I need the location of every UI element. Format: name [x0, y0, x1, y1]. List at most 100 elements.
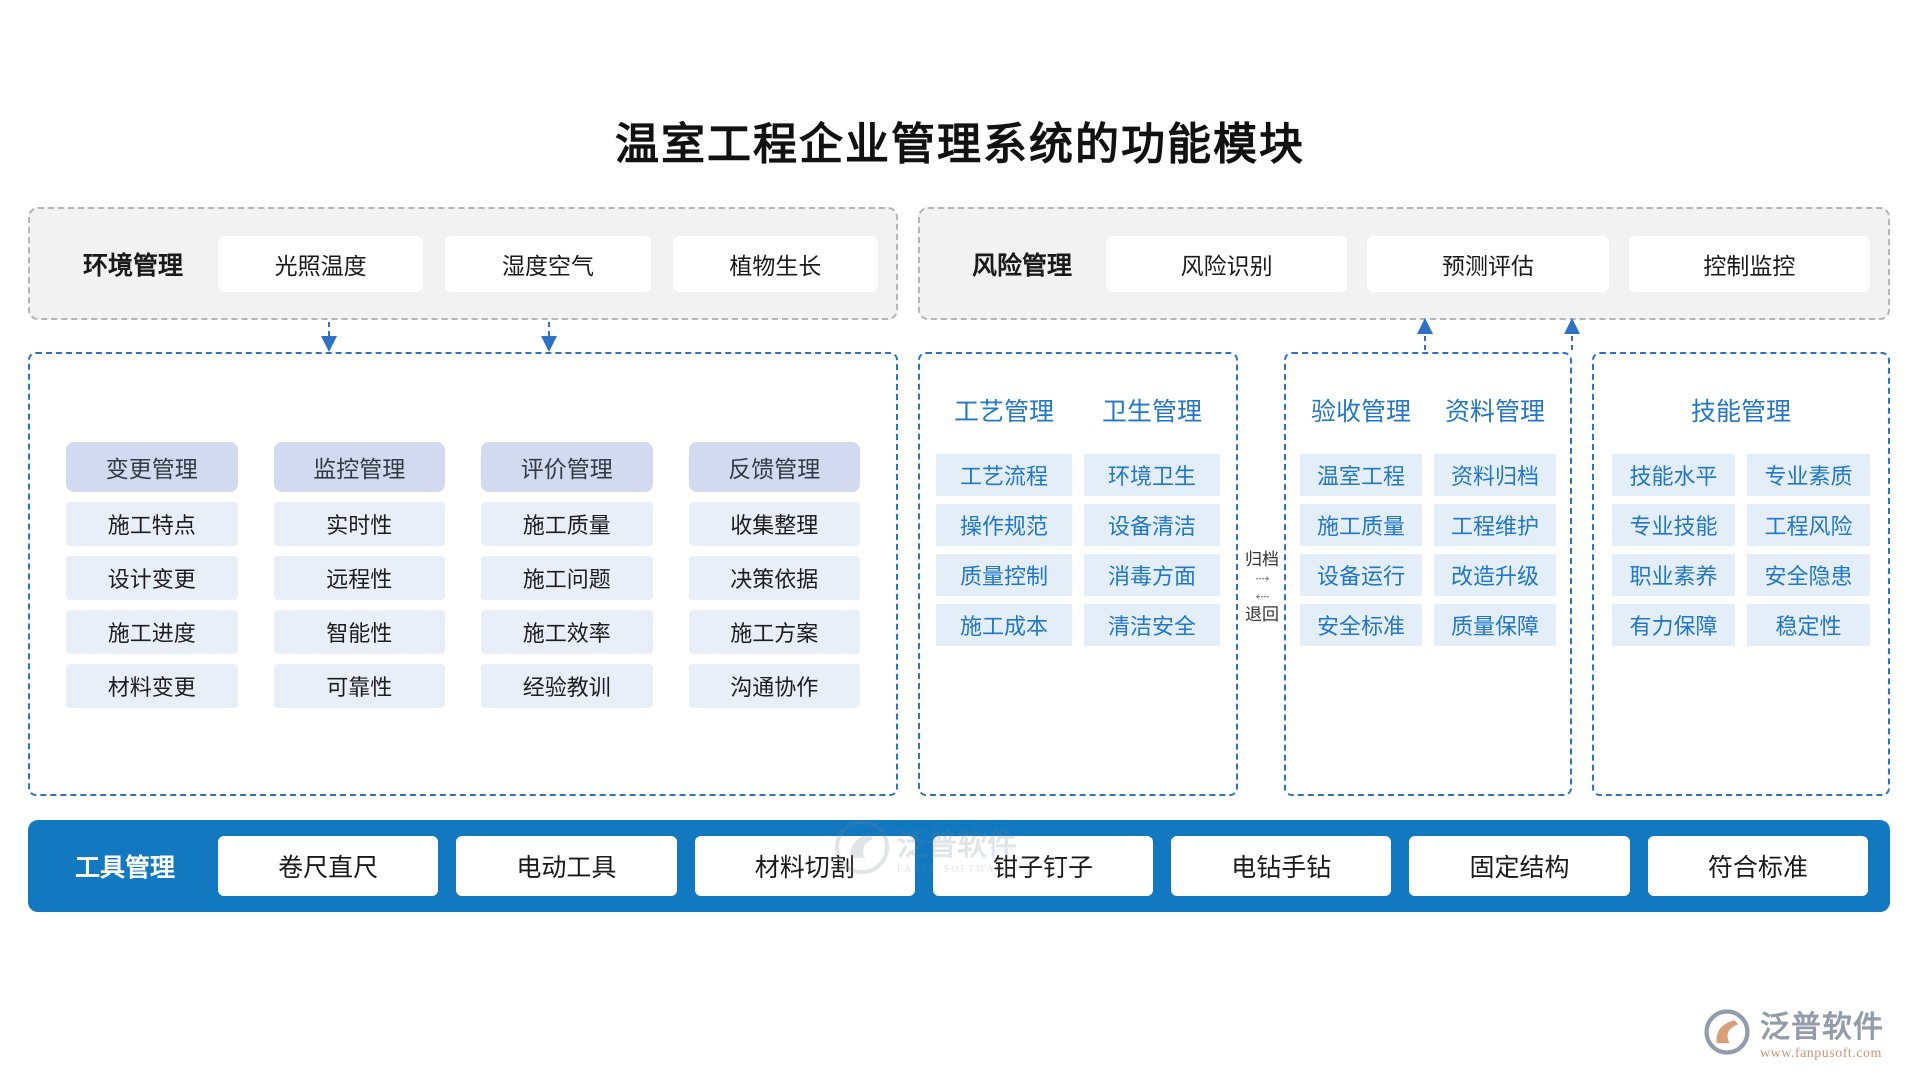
- skill-panel-body: 技能管理 技能水平 专业技能 职业素养 有力保障 专业素质 工程风险 安全隐患 …: [1594, 354, 1888, 654]
- item-construction-efficiency[interactable]: 施工效率: [481, 610, 653, 654]
- item-construction-problems[interactable]: 施工问题: [481, 556, 653, 600]
- item-construction-plan[interactable]: 施工方案: [688, 610, 860, 654]
- band-environment-chips: 光照温度 湿度空气 植物生长: [218, 235, 878, 292]
- item-professional-ethics[interactable]: 职业素养: [1612, 554, 1735, 596]
- item-operation-standards[interactable]: 操作规范: [936, 504, 1072, 546]
- item-process-flow[interactable]: 工艺流程: [936, 454, 1072, 496]
- tool-chip-power-tools[interactable]: 电动工具: [456, 836, 677, 896]
- column-head-document-management[interactable]: 资料管理: [1444, 399, 1545, 426]
- chip-plant-growth[interactable]: 植物生长: [672, 235, 878, 292]
- gate-archive-label: 归档: [1245, 549, 1279, 569]
- item-collect-organize[interactable]: 收集整理: [688, 502, 860, 546]
- item-stability[interactable]: 稳定性: [1747, 604, 1870, 646]
- item-skill-level[interactable]: 技能水平: [1612, 454, 1735, 496]
- item-professional-quality[interactable]: 专业素质: [1747, 454, 1870, 496]
- column-acceptance-management: 验收管理 温室工程 施工质量 设备运行 安全标准: [1300, 392, 1422, 794]
- item-renovation-upgrade[interactable]: 改造升级: [1434, 554, 1556, 596]
- arrow-left-icon: ⇠: [1255, 586, 1269, 606]
- column-document-management: 资料管理 资料归档 工程维护 改造升级 质量保障: [1434, 392, 1556, 794]
- band-environment-title: 环境管理: [82, 252, 183, 280]
- item-lessons-learned[interactable]: 经验教训: [481, 664, 653, 708]
- item-material-change[interactable]: 材料变更: [66, 664, 238, 708]
- item-project-maintenance[interactable]: 工程维护: [1434, 504, 1556, 546]
- page-title: 温室工程企业管理系统的功能模块: [615, 120, 1305, 169]
- item-strong-guarantee[interactable]: 有力保障: [1612, 604, 1735, 646]
- column-sanitation-management: 卫生管理 环境卫生 设备清洁 消毒方面 清洁安全: [1084, 392, 1220, 794]
- chip-control-monitoring[interactable]: 控制监控: [1628, 235, 1870, 292]
- panel-acceptance-documents: 验收管理 温室工程 施工质量 设备运行 安全标准 资料管理 资料归档 工程维护 …: [1284, 352, 1572, 796]
- item-document-archiving[interactable]: 资料归档: [1434, 454, 1556, 496]
- column-head-process-management[interactable]: 工艺管理: [953, 399, 1054, 426]
- column-head-sanitation-management[interactable]: 卫生管理: [1101, 399, 1202, 426]
- toolbar-title: 工具管理: [74, 855, 175, 882]
- column-head-feedback-management[interactable]: 反馈管理: [688, 442, 860, 492]
- acceptance-panel-columns: 验收管理 温室工程 施工质量 设备运行 安全标准 资料管理 资料归档 工程维护 …: [1286, 354, 1570, 794]
- band-environment-management: 环境管理 光照温度 湿度空气 植物生长: [28, 207, 898, 320]
- skill-column-right: 专业素质 工程风险 安全隐患 稳定性: [1747, 454, 1870, 654]
- item-realtime[interactable]: 实时性: [273, 502, 445, 546]
- column-process-management: 工艺管理 工艺流程 操作规范 质量控制 施工成本: [936, 392, 1072, 794]
- item-cleaning-safety[interactable]: 清洁安全: [1084, 604, 1220, 646]
- band-risk-management: 风险管理 风险识别 预测评估 控制监控: [918, 207, 1890, 320]
- item-design-change[interactable]: 设计变更: [66, 556, 238, 600]
- tool-chip-fixing-structure[interactable]: 固定结构: [1409, 836, 1630, 896]
- column-head-monitoring-management[interactable]: 监控管理: [273, 442, 445, 492]
- item-construction-quality[interactable]: 施工质量: [481, 502, 653, 546]
- item-construction-progress[interactable]: 施工进度: [66, 610, 238, 654]
- item-greenhouse-project[interactable]: 温室工程: [1300, 454, 1422, 496]
- column-head-evaluation-management[interactable]: 评价管理: [481, 442, 653, 492]
- item-equipment-operation[interactable]: 设备运行: [1300, 554, 1422, 596]
- column-evaluation-management: 评价管理 施工质量 施工问题 施工效率 经验教训: [481, 442, 653, 794]
- panel-change-monitor-eval-feedback: 变更管理 施工特点 设计变更 施工进度 材料变更 监控管理 实时性 远程性 智能…: [28, 352, 898, 796]
- item-acceptance-construction-quality[interactable]: 施工质量: [1300, 504, 1422, 546]
- item-reliable[interactable]: 可靠性: [273, 664, 445, 708]
- archive-return-gate: 归档 ⇢ ⇠ 退回: [1240, 520, 1284, 654]
- item-intelligent[interactable]: 智能性: [273, 610, 445, 654]
- item-quality-control[interactable]: 质量控制: [936, 554, 1072, 596]
- item-environmental-hygiene[interactable]: 环境卫生: [1084, 454, 1220, 496]
- item-safety-standards[interactable]: 安全标准: [1300, 604, 1422, 646]
- column-change-management: 变更管理 施工特点 设计变更 施工进度 材料变更: [66, 442, 238, 794]
- panel-skill-management: 技能管理 技能水平 专业技能 职业素养 有力保障 专业素质 工程风险 安全隐患 …: [1592, 352, 1890, 796]
- bar-tool-management: 工具管理 卷尺直尺 电动工具 材料切割 钳子钉子 电钻手钻 固定结构 符合标准: [28, 820, 1890, 912]
- item-safety-hazard[interactable]: 安全隐患: [1747, 554, 1870, 596]
- chip-light-temperature[interactable]: 光照温度: [218, 235, 424, 292]
- skill-column-left: 技能水平 专业技能 职业素养 有力保障: [1612, 454, 1735, 654]
- band-risk-chips: 风险识别 预测评估 控制监控: [1106, 235, 1870, 292]
- chip-forecast-assessment[interactable]: 预测评估: [1367, 235, 1609, 292]
- item-construction-features[interactable]: 施工特点: [66, 502, 238, 546]
- tool-chip-material-cutting[interactable]: 材料切割: [694, 836, 915, 896]
- item-remote[interactable]: 远程性: [273, 556, 445, 600]
- column-head-skill-management[interactable]: 技能管理: [1690, 399, 1791, 426]
- band-risk-title: 风险管理: [971, 252, 1072, 280]
- fanpu-logo-icon: [1704, 1009, 1750, 1055]
- item-communication-collaboration[interactable]: 沟通协作: [688, 664, 860, 708]
- column-feedback-management: 反馈管理 收集整理 决策依据 施工方案 沟通协作: [688, 442, 860, 794]
- logo-url: www.fanpusoft.com: [1760, 1046, 1882, 1061]
- item-project-risk[interactable]: 工程风险: [1747, 504, 1870, 546]
- column-monitoring-management: 监控管理 实时性 远程性 智能性 可靠性: [273, 442, 445, 794]
- item-professional-skill[interactable]: 专业技能: [1612, 504, 1735, 546]
- item-quality-assurance[interactable]: 质量保障: [1434, 604, 1556, 646]
- process-panel-columns: 工艺管理 工艺流程 操作规范 质量控制 施工成本 卫生管理 环境卫生 设备清洁 …: [920, 354, 1236, 794]
- logo-text-block: 泛普软件 www.fanpusoft.com: [1760, 1002, 1884, 1062]
- item-disinfection[interactable]: 消毒方面: [1084, 554, 1220, 596]
- gate-return-label: 退回: [1245, 604, 1279, 624]
- tool-chip-pliers-nails[interactable]: 钳子钉子: [932, 836, 1154, 896]
- column-head-change-management[interactable]: 变更管理: [66, 442, 238, 492]
- chip-risk-identification[interactable]: 风险识别: [1106, 235, 1348, 292]
- left-panel-columns: 变更管理 施工特点 设计变更 施工进度 材料变更 监控管理 实时性 远程性 智能…: [30, 354, 896, 794]
- tool-chip-tape-ruler[interactable]: 卷尺直尺: [218, 836, 439, 896]
- skill-panel-columns: 技能水平 专业技能 职业素养 有力保障 专业素质 工程风险 安全隐患 稳定性: [1612, 454, 1870, 654]
- tool-chip-meets-standard[interactable]: 符合标准: [1647, 836, 1868, 896]
- arrow-right-icon: ⇢: [1255, 568, 1269, 588]
- item-construction-cost[interactable]: 施工成本: [936, 604, 1072, 646]
- item-decision-basis[interactable]: 决策依据: [688, 556, 860, 600]
- column-head-acceptance-management[interactable]: 验收管理: [1310, 399, 1411, 426]
- tool-chip-drills[interactable]: 电钻手钻: [1171, 836, 1392, 896]
- chip-humidity-air[interactable]: 湿度空气: [445, 235, 651, 292]
- panel-process-sanitation: 工艺管理 工艺流程 操作规范 质量控制 施工成本 卫生管理 环境卫生 设备清洁 …: [918, 352, 1238, 796]
- item-equipment-cleaning[interactable]: 设备清洁: [1084, 504, 1220, 546]
